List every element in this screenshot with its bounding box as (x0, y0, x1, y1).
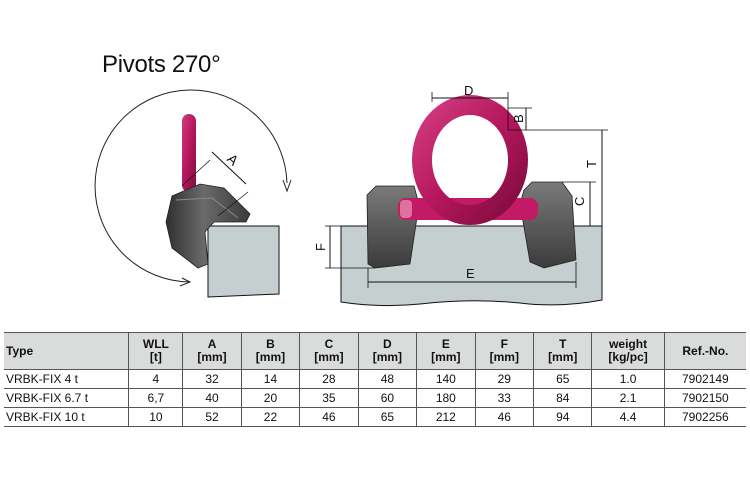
cell-c: 46 (299, 407, 359, 427)
column-header-type: Type (4, 332, 130, 370)
cell-d: 60 (358, 388, 418, 408)
column-header-f: F[mm] (475, 332, 535, 370)
pivot-arc (94, 89, 288, 283)
cell-d: 48 (358, 369, 418, 389)
lifting-ring (412, 95, 528, 225)
swivel-base-left (165, 183, 251, 269)
drawing-svg: A D B (94, 83, 608, 307)
cell-wll: 10 (128, 407, 184, 427)
mounting-surface-left (207, 225, 280, 298)
specification-table: Type WLL[t] A[mm] B[mm] C[mm] D[mm] E[mm… (4, 332, 746, 427)
cell-ref-no: 7902256 (664, 407, 746, 427)
cell-e: 180 (416, 388, 476, 408)
cell-a: 40 (182, 388, 242, 408)
pivot-arrow-head (282, 179, 292, 193)
cell-weight: 1.0 (591, 369, 665, 389)
cell-t: 65 (533, 369, 593, 389)
cell-b: 14 (241, 369, 301, 389)
cell-type: VRBK-FIX 10 t (4, 407, 130, 427)
dimension-label-f: F (313, 243, 328, 251)
cell-ref-no: 7902149 (664, 369, 746, 389)
column-header-e: E[mm] (416, 332, 476, 370)
cell-c: 35 (299, 388, 359, 408)
cell-b: 20 (241, 388, 301, 408)
column-header-weight: weight[kg/pc] (591, 332, 665, 370)
table-row: VRBK-FIX 4 t 4 32 14 28 48 140 29 65 1.0… (4, 369, 746, 389)
side-view-pivot: A (94, 89, 292, 298)
cell-weight: 2.1 (591, 388, 665, 408)
dimension-label-b: B (511, 114, 526, 123)
column-header-c: C[mm] (299, 332, 359, 370)
table-row: VRBK-FIX 6.7 t 6,7 40 20 35 60 180 33 84… (4, 388, 746, 408)
column-header-d: D[mm] (358, 332, 418, 370)
cell-c: 28 (299, 369, 359, 389)
cell-type: VRBK-FIX 6.7 t (4, 388, 130, 408)
column-header-b: B[mm] (241, 332, 301, 370)
cell-e: 212 (416, 407, 476, 427)
dimension-label-e: E (466, 266, 475, 281)
column-header-wll: WLL[t] (128, 332, 184, 370)
dimension-label-d: D (464, 83, 473, 98)
cell-e: 140 (416, 369, 476, 389)
cell-type: VRBK-FIX 4 t (4, 369, 130, 389)
column-header-ref-no: Ref.-No. (664, 332, 746, 370)
cell-t: 84 (533, 388, 593, 408)
cell-f: 46 (475, 407, 535, 427)
cell-wll: 6,7 (128, 388, 184, 408)
column-header-a: A[mm] (182, 332, 242, 370)
cell-t: 94 (533, 407, 593, 427)
pivot-angle-label: Pivots 270° (102, 51, 221, 78)
column-header-t: T[mm] (533, 332, 593, 370)
cell-a: 32 (182, 369, 242, 389)
cell-f: 33 (475, 388, 535, 408)
table-header-row: Type WLL[t] A[mm] B[mm] C[mm] D[mm] E[mm… (4, 332, 746, 370)
cell-weight: 4.4 (591, 407, 665, 427)
ring-stem-left (182, 114, 196, 192)
cell-ref-no: 7902150 (664, 388, 746, 408)
dimension-label-c: C (572, 197, 587, 206)
cell-a: 52 (182, 407, 242, 427)
front-view: D B T C F E (313, 83, 608, 307)
dimension-label-t: T (584, 160, 599, 168)
cell-f: 29 (475, 369, 535, 389)
cell-b: 22 (241, 407, 301, 427)
cell-wll: 4 (128, 369, 184, 389)
cell-d: 65 (358, 407, 418, 427)
table-row: VRBK-FIX 10 t 10 52 22 46 65 212 46 94 4… (4, 407, 746, 427)
technical-drawing: Pivots 270° (94, 51, 608, 307)
